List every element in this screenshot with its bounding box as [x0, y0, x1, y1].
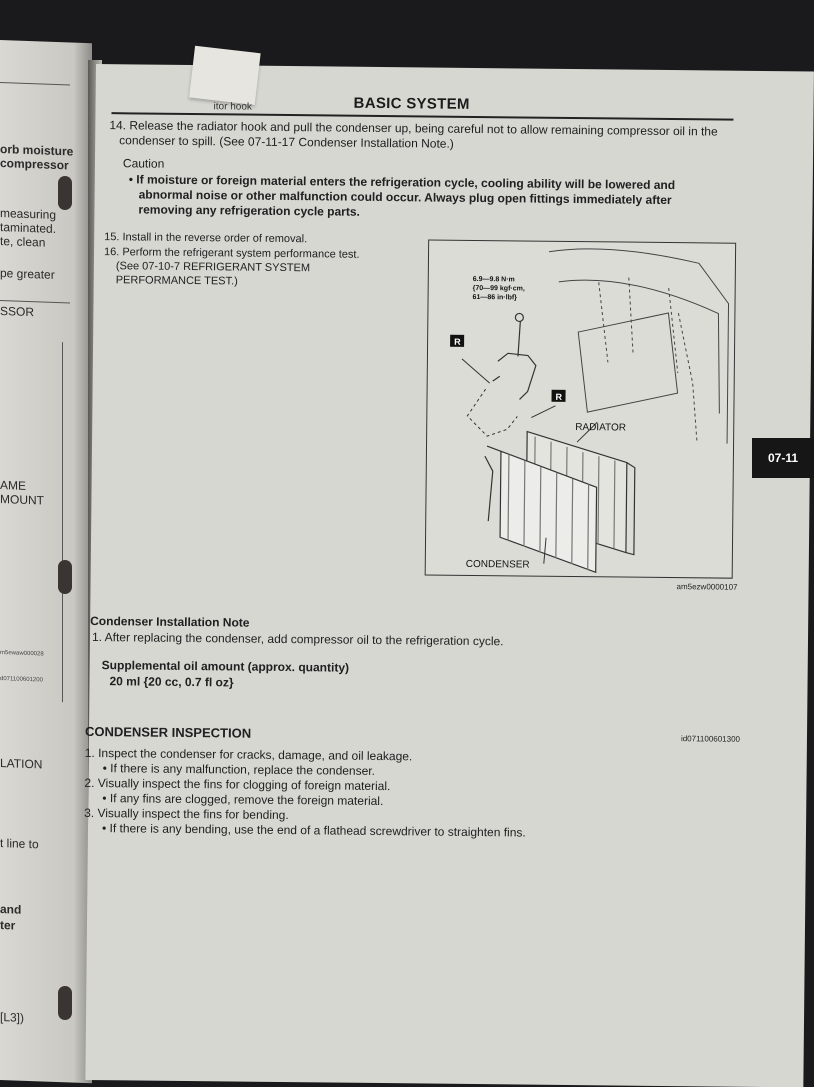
caution-line-3: removing any refrigeration cycle parts.	[138, 202, 360, 219]
left-fragment: d071100601200	[0, 676, 43, 684]
leader-line	[531, 405, 556, 419]
left-fragment: pe greater	[0, 266, 55, 282]
bullet-icon	[103, 761, 111, 775]
condenser-leader	[543, 537, 547, 564]
r-marker	[551, 389, 566, 402]
bullet-text: If there is any malfunction, replace the…	[110, 761, 376, 778]
bumper-outline	[548, 248, 730, 444]
radiator-leader	[576, 421, 598, 443]
left-fragment: m5ewaw000028	[0, 650, 44, 658]
step-16-line-3: PERFORMANCE TEST.)	[115, 274, 238, 288]
left-table-rule	[0, 300, 70, 304]
left-fragment: LATION	[0, 756, 43, 772]
oil-amount-value: 20 ml {20 cc, 0.7 fl oz}	[109, 674, 234, 690]
header-hook-fragment: itor hook	[213, 101, 252, 113]
bullet-icon	[102, 791, 110, 805]
install-note-title: Condenser Installation Note	[90, 613, 250, 630]
left-fragment: compressor	[0, 156, 69, 173]
left-fragment: t line to	[0, 836, 39, 852]
radiator-tank	[625, 462, 636, 556]
condenser-removal-figure: R R RADIATOR CONDENSER 6.9—9.8 N·m	[424, 239, 737, 579]
left-fragment: te, clean	[0, 234, 46, 250]
bracket	[492, 375, 501, 382]
torque-spec-line-1: 6.9—9.8 N·m	[473, 276, 515, 283]
binder-ring	[58, 986, 72, 1020]
inspection-id: id071100601300	[680, 734, 741, 744]
torque-spec-line-2: {70—99 kgf·cm,	[473, 285, 525, 293]
left-page: orb moisture compressor measuring tamina…	[0, 40, 92, 1084]
mount-guide	[598, 277, 679, 374]
radiator-label: RADIATOR	[575, 422, 626, 434]
caution-label: Caution	[122, 156, 165, 171]
condenser-diagram: R R RADIATOR CONDENSER 6.9—9.8 N·m	[450, 248, 730, 574]
bolt-head	[514, 312, 524, 323]
torque-spec-line-3: 61—86 in·lbf}	[473, 294, 518, 301]
left-fragment: SSOR	[0, 304, 35, 320]
binder-ring	[58, 560, 72, 594]
left-table-border	[62, 342, 63, 703]
bumper-outline	[558, 279, 720, 414]
left-fragment: AME	[0, 478, 27, 493]
removal-path	[466, 388, 518, 437]
r-marker	[450, 334, 465, 347]
inspection-title: CONDENSER INSPECTION	[84, 723, 252, 741]
mount-guide	[677, 313, 698, 444]
r-marker-text: R	[555, 392, 562, 402]
r-marker-text: R	[454, 337, 461, 347]
condenser-pipe	[484, 445, 502, 522]
install-note-step-1: 1. After replacing the condenser, add co…	[91, 629, 504, 649]
condenser-fins	[507, 454, 590, 571]
condenser-label: CONDENSER	[466, 559, 530, 571]
page-title: BASIC SYSTEM	[353, 94, 470, 113]
left-page-rule	[0, 82, 70, 86]
left-fragment: [L3])	[0, 1010, 25, 1025]
bolt	[517, 321, 521, 357]
bullet-text: If there is any bending, use the end of …	[109, 821, 526, 840]
figure-code: am5ezw0000107	[676, 582, 738, 592]
left-fragment: and	[0, 902, 22, 917]
inspection-step-3-bullet: If there is any bending, use the end of …	[102, 821, 526, 840]
grille-outline	[577, 312, 679, 413]
bullet-text: If any fins are clogged, remove the fore…	[109, 791, 384, 809]
torn-tab	[189, 45, 261, 105]
bracket	[497, 352, 537, 400]
bullet-icon	[102, 821, 110, 835]
left-fragment: ter	[0, 918, 16, 933]
section-tab: 07-11	[752, 438, 814, 478]
right-page: itor hook BASIC SYSTEM 14. Release the r…	[84, 45, 814, 1087]
binder-ring	[58, 176, 72, 210]
leader-line	[461, 358, 491, 384]
oil-amount-label: Supplemental oil amount (approx. quantit…	[101, 658, 350, 675]
bullet-icon	[129, 172, 137, 186]
left-fragment: MOUNT	[0, 492, 44, 508]
step-14-line-2: condenser to spill. (See 07-11-17 Conden…	[119, 133, 454, 151]
